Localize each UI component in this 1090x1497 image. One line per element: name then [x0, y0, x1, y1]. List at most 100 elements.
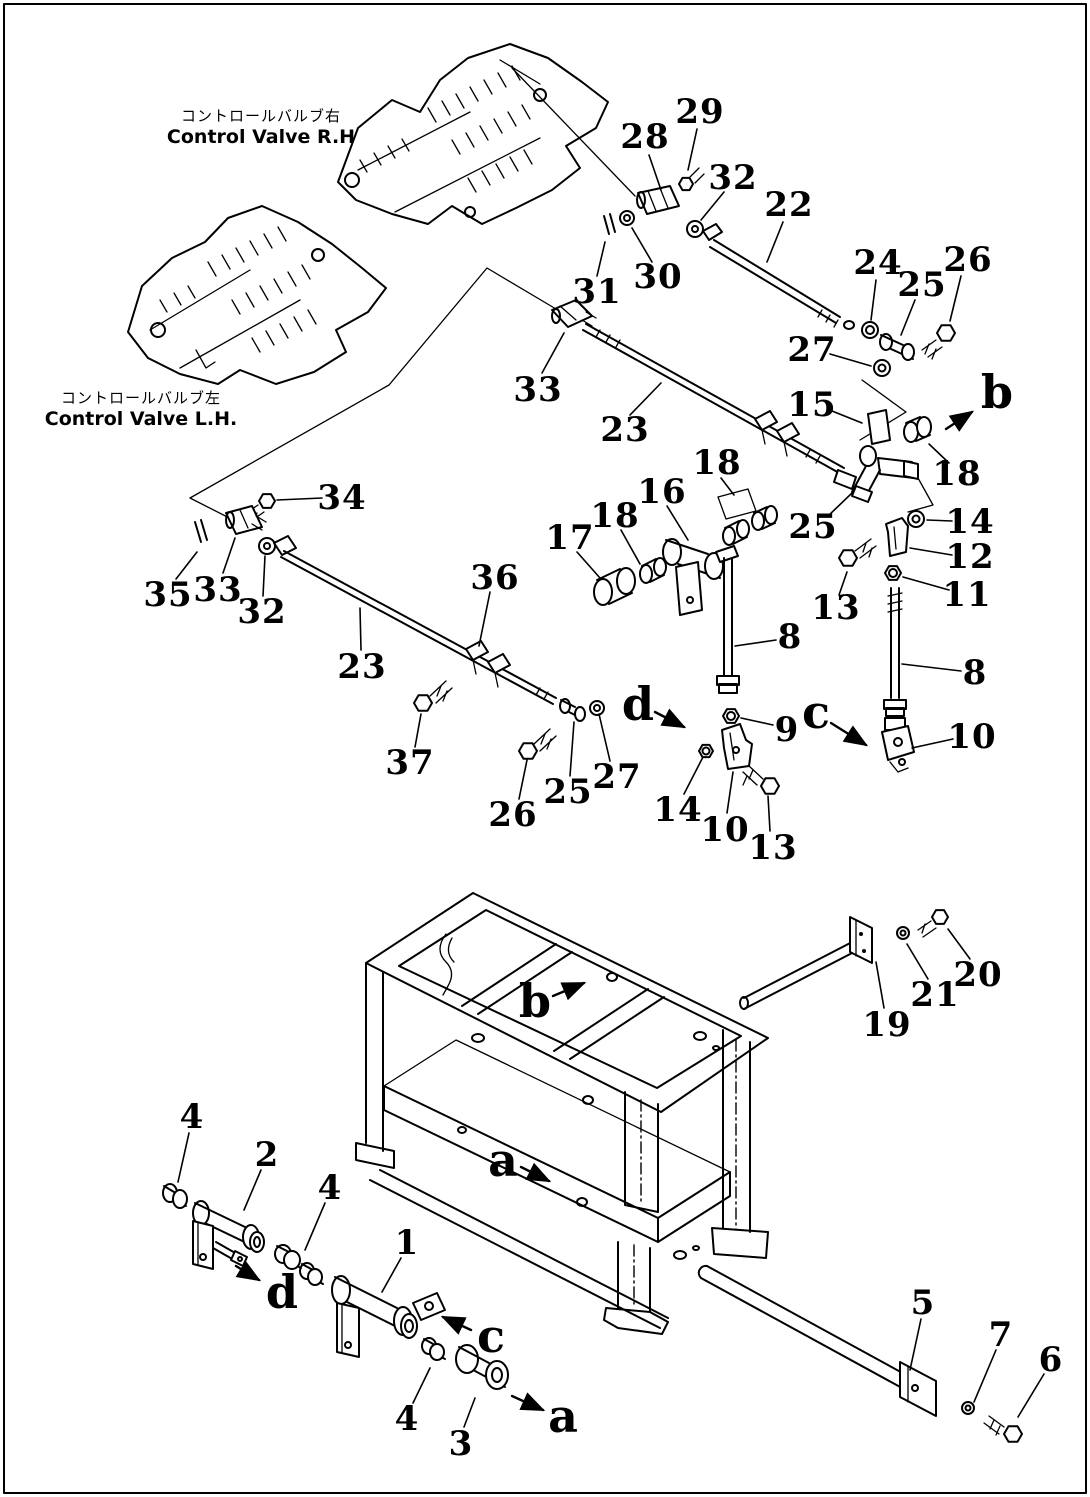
- callout-33: 33: [513, 370, 562, 410]
- callout-34: 34: [317, 478, 366, 518]
- leader-line-11: [902, 576, 950, 591]
- leader-line-29: [687, 128, 698, 171]
- callout-1: 1: [395, 1223, 420, 1263]
- callout-2: 2: [255, 1135, 280, 1175]
- view-letter-c: c: [477, 1309, 505, 1363]
- callout-4: 4: [318, 1168, 343, 1208]
- leader-line-4: [177, 1132, 190, 1183]
- callout-19: 19: [862, 1005, 911, 1045]
- rod-23-upper-assembly: [551, 299, 845, 475]
- leader-line-30: [631, 227, 653, 263]
- callout-10: 10: [700, 810, 749, 850]
- leader-line-23: [629, 382, 662, 416]
- callout-24: 24: [853, 243, 902, 283]
- leader-line-25: [900, 299, 916, 336]
- view-arrow-b: [944, 410, 975, 432]
- callout-35: 35: [143, 575, 192, 615]
- leader-line-15: [831, 410, 863, 424]
- leader-line-10: [726, 771, 734, 814]
- callout-31: 31: [572, 272, 621, 312]
- label-control-valve-lh: コントロールバルブ左 Control Valve L.H.: [38, 389, 244, 432]
- callout-14: 14: [653, 790, 702, 830]
- lever-16-assembly: [593, 488, 780, 795]
- leader-line-34: [276, 497, 323, 501]
- callout-18: 18: [590, 496, 639, 536]
- view-letter-c: c: [802, 685, 830, 739]
- leader-line-25: [826, 492, 853, 518]
- support-frame-drawing: [355, 892, 769, 1335]
- label-control-valve-rh-en: Control Valve R.H: [166, 125, 356, 148]
- leader-line-17: [576, 551, 601, 579]
- bellcrank-15-assembly: [833, 321, 956, 581]
- rod-22-assembly: [603, 167, 855, 330]
- leader-line-24: [870, 279, 877, 321]
- callout-32: 32: [708, 158, 757, 198]
- view-letter-a: a: [488, 1133, 518, 1187]
- view-arrow-d: [653, 708, 687, 729]
- view-arrow-a: [510, 1392, 546, 1412]
- leader-line-12: [909, 547, 953, 556]
- leader-line-27: [598, 713, 611, 762]
- callout-23: 23: [337, 647, 386, 687]
- callout-13: 13: [748, 828, 797, 868]
- callout-8: 8: [778, 617, 803, 657]
- leader-line-19: [875, 961, 885, 1009]
- leader-line-37: [414, 713, 422, 748]
- leader-line-25: [569, 721, 575, 777]
- leader-line-9: [740, 717, 774, 726]
- callout-37: 37: [385, 743, 434, 783]
- view-arrow-a: [519, 1162, 552, 1183]
- leader-line-26: [518, 759, 528, 800]
- lever-2-assembly: [162, 1183, 324, 1286]
- leader-line-8: [734, 639, 777, 647]
- callout-21: 21: [910, 975, 959, 1015]
- callout-3: 3: [449, 1424, 474, 1464]
- leader-line-14: [683, 756, 704, 795]
- callout-14: 14: [945, 502, 994, 542]
- control-valve-lh-drawing: [127, 205, 387, 385]
- callout-25: 25: [543, 772, 592, 812]
- callout-7: 7: [989, 1315, 1014, 1355]
- callout-6: 6: [1039, 1340, 1064, 1380]
- callout-4: 4: [180, 1097, 205, 1137]
- leader-line-32: [700, 191, 725, 221]
- callout-26: 26: [943, 240, 992, 280]
- leader-line-8: [901, 663, 962, 672]
- callout-11: 11: [942, 575, 991, 615]
- control-valve-rh-drawing: [337, 43, 609, 225]
- callout-27: 27: [592, 757, 641, 797]
- leader-line-28: [648, 154, 662, 191]
- view-arrow-b: [551, 981, 587, 1001]
- leader-line-10: [911, 738, 954, 749]
- callout-28: 28: [620, 117, 669, 157]
- callout-26: 26: [488, 795, 537, 835]
- lever-1-assembly: [331, 1275, 509, 1390]
- view-letter-b: b: [981, 365, 1013, 419]
- leader-line-33: [222, 537, 236, 574]
- callout-22: 22: [764, 185, 813, 225]
- page-border: [3, 3, 1087, 1494]
- callout-4: 4: [395, 1399, 420, 1439]
- callout-18: 18: [932, 454, 981, 494]
- shaft-19-assembly: [739, 909, 949, 1010]
- view-letter-a: a: [548, 1389, 578, 1443]
- leader-line-31: [596, 241, 606, 277]
- leader-line-13: [767, 795, 771, 832]
- leader-line-2: [243, 1169, 262, 1211]
- leader-line-33: [541, 332, 565, 374]
- leader-line-32: [262, 555, 266, 597]
- leader-line-3: [463, 1397, 476, 1428]
- rod-8-right-assembly: [881, 587, 915, 773]
- label-control-valve-rh: コントロールバルブ右 Control Valve R.H: [163, 107, 359, 150]
- callout-9: 9: [775, 710, 800, 750]
- callout-25: 25: [788, 507, 837, 547]
- callout-27: 27: [787, 330, 836, 370]
- leader-line-27: [829, 353, 872, 367]
- leader-line-7: [973, 1349, 997, 1403]
- leader-line-1: [381, 1257, 402, 1293]
- leader-line-14: [926, 519, 953, 522]
- callout-30: 30: [633, 257, 682, 297]
- view-letter-b: b: [519, 974, 551, 1028]
